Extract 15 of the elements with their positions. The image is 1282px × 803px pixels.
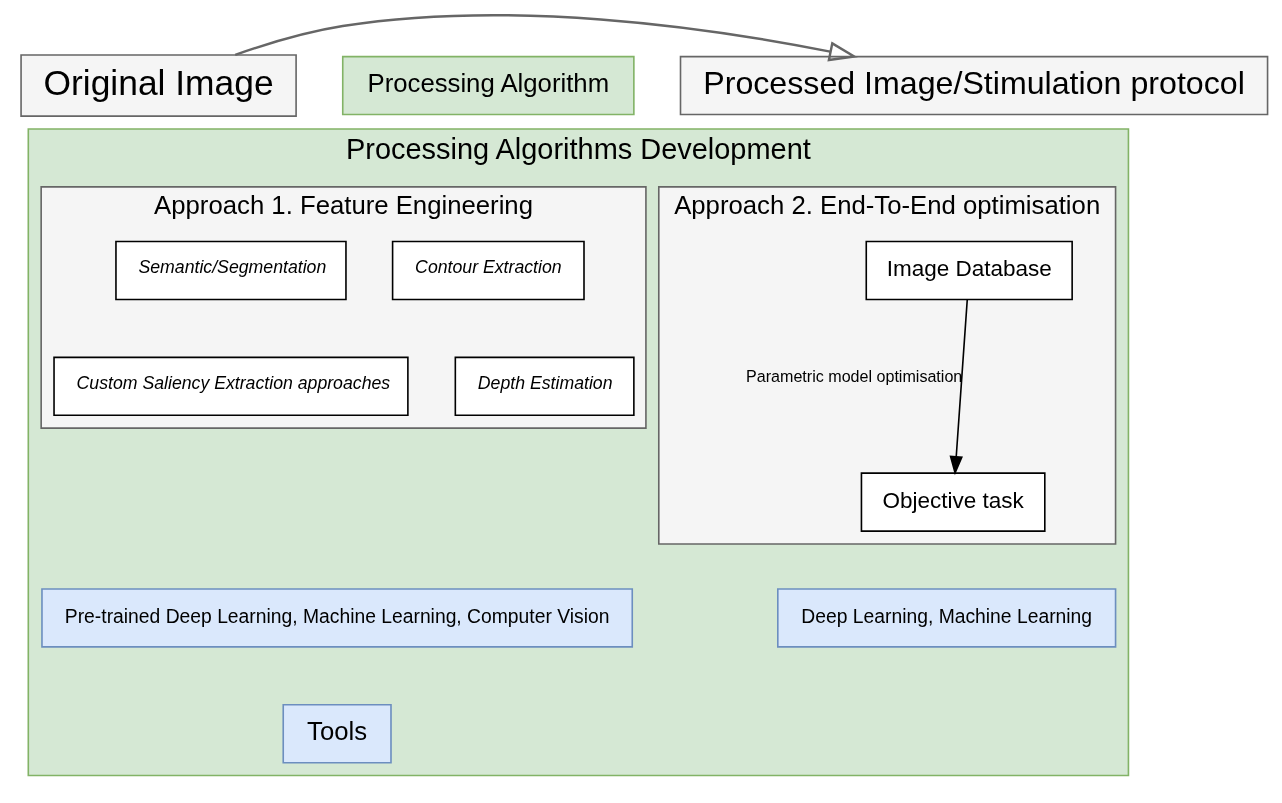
node-box: Image Database <box>864 240 1073 301</box>
node-box: Custom Saliency Extraction approaches <box>52 356 409 417</box>
edge-label: Parametric model optimisation <box>745 366 962 385</box>
node-box: Objective task <box>860 472 1046 532</box>
node-box: Processing Algorithm <box>341 55 635 116</box>
node-box: Semantic/Segmentation <box>114 240 347 301</box>
arrow <box>949 298 968 476</box>
node-box: Processed Image/Stimulation protocol <box>679 55 1268 116</box>
node-box: Original Image <box>19 54 297 117</box>
node-box: Deep Learning, Machine Learning <box>776 588 1116 648</box>
node-box: Depth Estimation <box>454 356 635 417</box>
node-box: Pre-trained Deep Learning, Machine Learning, Computer Vision <box>40 588 633 648</box>
node-box: Contour Extraction <box>391 240 585 301</box>
arrow <box>234 14 858 62</box>
node-box: Tools <box>281 703 392 764</box>
